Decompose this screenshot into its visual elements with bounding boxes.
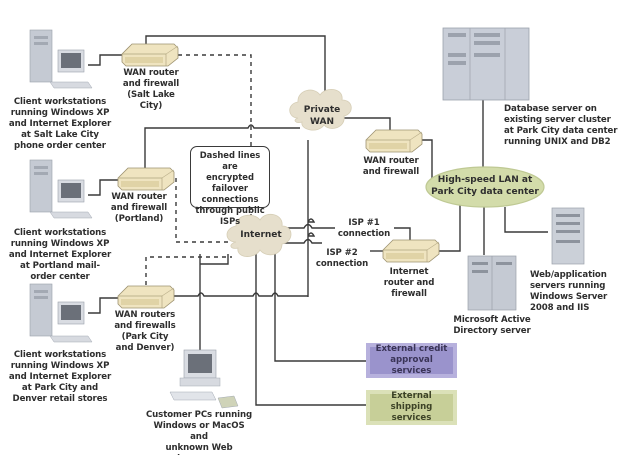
external-credit-service: External credit approval services <box>366 343 457 378</box>
server-label-database: Database server on existing server clust… <box>504 104 618 147</box>
line-privatewan-wanrouter <box>340 117 391 132</box>
router-label-internet: Internet router and firewall <box>383 267 435 299</box>
line-internet-shipping <box>255 250 366 406</box>
workstation-icon-park-denver <box>29 283 93 343</box>
lan-ellipse <box>425 166 545 208</box>
line-privatewan-down <box>307 140 316 297</box>
line-park-client-router <box>88 297 118 314</box>
legend-note: Dashed lines are encrypted failover conn… <box>190 146 270 226</box>
private-wan-label: Private WAN <box>303 105 341 127</box>
internet-cloud <box>226 213 292 257</box>
line-isp1b <box>394 227 411 243</box>
client-label-portland: Client workstations running Windows XP a… <box>8 228 112 282</box>
router-icon-portland <box>117 167 175 191</box>
line-internetrouter-lan <box>433 205 461 252</box>
router-label-park-denver: WAN routers and firewalls (Park City and… <box>114 310 176 353</box>
router-label-portland: WAN router and firewall (Portland) <box>110 192 168 224</box>
server-label-active-directory: Microsoft Active Directory server <box>453 315 531 336</box>
web-app-server-icon <box>551 207 585 265</box>
router-icon-internet <box>382 239 440 263</box>
dashed-park-internet <box>145 256 232 285</box>
router-icon-slc <box>121 43 179 67</box>
isp1-label: ISP #1 connection <box>337 218 391 239</box>
isp2-label: ISP #2 connection <box>315 248 369 269</box>
active-directory-server-icon <box>467 255 517 311</box>
router-label-parkcity-wan: WAN router and firewall <box>362 156 420 177</box>
line-park-router-east <box>168 292 308 297</box>
line-slc-router-privatewan <box>145 35 326 100</box>
client-label-customer: Customer PCs running Windows or MacOS an… <box>145 410 253 455</box>
client-label-slc: Client workstations running Windows XP a… <box>8 97 112 151</box>
router-icon-parkcity-wan <box>365 129 423 153</box>
private-wan-cloud <box>289 89 352 131</box>
workstation-icon-portland <box>29 159 93 219</box>
line-lan-web <box>504 207 548 233</box>
line-isp1 <box>265 223 335 229</box>
client-label-park-denver: Client workstations running Windows XP a… <box>8 350 112 404</box>
line-wanrouter-lan <box>418 139 433 178</box>
customer-pc-icon <box>169 349 239 409</box>
line-slc-client-router <box>88 54 125 66</box>
router-label-slc: WAN router and firewall (Salt Lake City) <box>122 68 180 111</box>
external-shipping-service: External shipping services <box>366 390 457 425</box>
line-isp2 <box>280 238 322 244</box>
dashed-portland-internet <box>175 178 230 243</box>
lan-label: High-speed LAN at Park City data center <box>431 175 539 197</box>
router-icon-park-denver <box>117 285 175 309</box>
line-internet-customer2 <box>200 254 229 265</box>
database-server-icon <box>442 27 530 101</box>
line-portland-client-router <box>88 179 118 196</box>
line-internet-credit <box>274 250 366 362</box>
server-label-web-app: Web/application servers running Windows … <box>530 270 608 313</box>
line-portland-router-privatewan <box>144 124 300 170</box>
internet-label: Internet <box>240 230 282 240</box>
workstation-icon-slc <box>29 29 93 89</box>
